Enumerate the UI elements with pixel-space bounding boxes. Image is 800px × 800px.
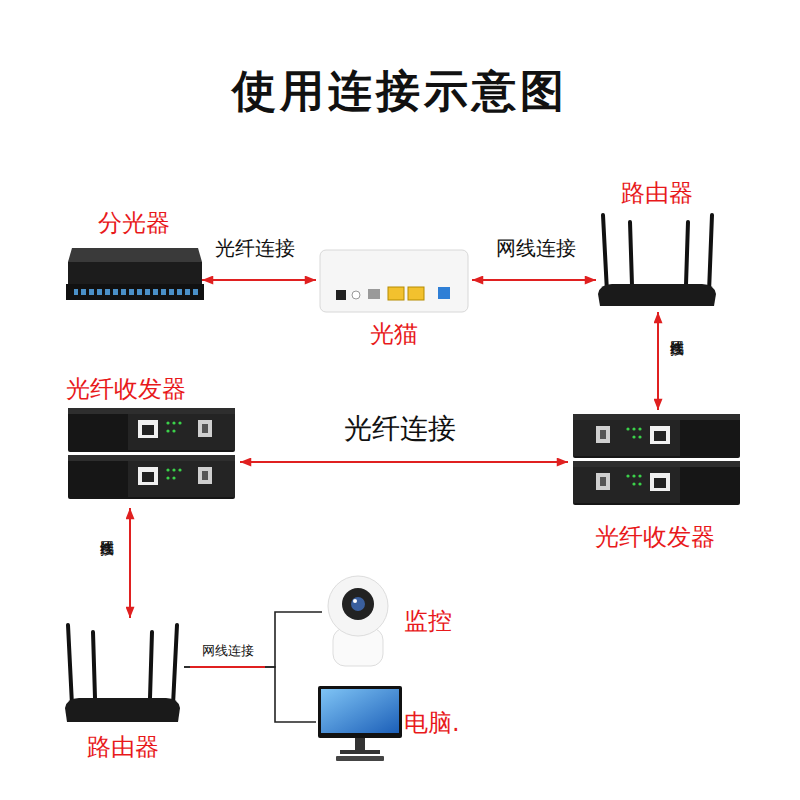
monitor-screen	[321, 689, 399, 733]
ont-illustration	[320, 250, 468, 312]
antenna	[686, 222, 688, 285]
camera-lens	[342, 588, 374, 620]
splitter-body	[68, 262, 202, 284]
edge-label: 光纤连接	[300, 412, 500, 446]
arrow-line	[129, 508, 131, 618]
pon-port	[438, 287, 450, 299]
lens-highlight	[353, 599, 357, 603]
arrow-line	[472, 279, 596, 281]
reset-button	[352, 291, 360, 299]
label-underline	[190, 666, 265, 668]
camera-lens-inner	[351, 597, 365, 611]
device-node: 电脑.	[316, 682, 481, 764]
arrow-line	[240, 461, 568, 463]
camera-illustration	[328, 576, 388, 666]
bracket-line	[184, 612, 322, 667]
antenna	[68, 625, 72, 705]
monitor-bezel	[318, 686, 402, 738]
bracket-line	[184, 667, 316, 722]
power-jack	[336, 290, 346, 300]
edge-label: 网线连接	[478, 236, 593, 260]
device-node: 路由器	[596, 178, 718, 312]
antenna	[630, 222, 632, 285]
transceiver-box	[68, 408, 235, 452]
device-label: 路由器	[596, 178, 718, 208]
device-label: 分光器	[66, 208, 202, 238]
transceiver-box	[573, 414, 740, 458]
device-label: 路由器	[62, 732, 184, 762]
device-label: 电脑.	[404, 708, 481, 738]
edge-label: 光纤连接	[205, 236, 305, 260]
device-node: 监控	[322, 576, 472, 668]
camera-head	[328, 576, 388, 636]
phone-port	[368, 289, 380, 299]
keyboard	[336, 756, 384, 761]
transceiver-box	[68, 455, 235, 499]
antenna	[93, 632, 95, 698]
device-node: 光纤收发器	[66, 372, 240, 508]
splitter-lid	[68, 248, 202, 262]
device-node: 光纤收发器	[568, 410, 742, 555]
antenna	[603, 215, 607, 292]
arrow-line	[657, 312, 659, 410]
router-base	[598, 284, 716, 306]
device-label: 光纤收发器	[66, 374, 240, 404]
device-node: 光猫	[316, 245, 472, 350]
lan-port	[408, 287, 424, 300]
router-illustration	[598, 215, 716, 306]
antenna	[173, 625, 177, 705]
device-node: 路由器	[62, 618, 184, 764]
antenna	[709, 215, 712, 292]
router-base	[65, 698, 180, 722]
transceiver-illustration	[68, 408, 235, 499]
transceiver-illustration	[573, 414, 740, 505]
monitor-stand	[355, 738, 365, 750]
splitter-ports	[74, 287, 198, 295]
arrow-line	[202, 279, 316, 281]
device-label: 监控	[404, 606, 472, 636]
lan-port	[388, 287, 404, 300]
splitter-illustration	[66, 248, 204, 300]
splitter-panel	[66, 284, 204, 300]
ont-body	[320, 250, 468, 312]
device-node: 分光器	[66, 208, 202, 304]
device-label: 光纤收发器	[568, 522, 742, 552]
computer-illustration	[318, 686, 402, 761]
edge-label: 网线连接	[186, 643, 270, 659]
monitor-foot	[340, 750, 380, 754]
antenna	[150, 632, 152, 698]
device-label: 光猫	[316, 319, 472, 349]
router-illustration	[65, 625, 180, 722]
transceiver-box	[573, 461, 740, 505]
diagram-title: 使用连接示意图	[0, 62, 800, 121]
